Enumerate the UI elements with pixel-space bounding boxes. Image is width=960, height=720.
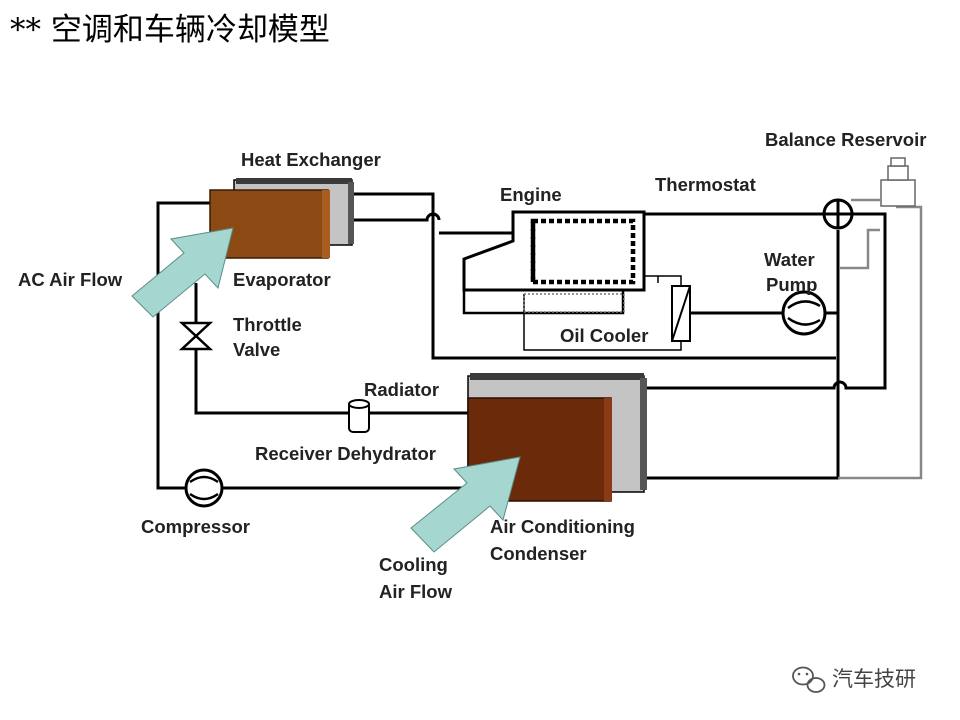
compressor-symbol bbox=[184, 468, 224, 508]
evaporator bbox=[209, 189, 330, 259]
label-radiator: Radiator bbox=[364, 379, 439, 400]
label-engine: Engine bbox=[500, 184, 562, 205]
label-condenser: Condenser bbox=[490, 543, 587, 564]
label-compressor: Compressor bbox=[141, 516, 250, 537]
reservoir-lines bbox=[838, 198, 923, 480]
label-water: Water bbox=[764, 249, 815, 270]
label-balance-reservoir: Balance Reservoir bbox=[765, 129, 926, 150]
label-air-flow: Air Flow bbox=[379, 581, 453, 602]
oil-cooler bbox=[671, 285, 691, 342]
watermark-text: 汽车技研 bbox=[832, 667, 916, 691]
throttle-valve-symbol bbox=[178, 321, 214, 351]
water-pump-symbol bbox=[781, 290, 827, 336]
watermark: 汽车技研 bbox=[792, 666, 916, 693]
label-valve: Valve bbox=[233, 339, 280, 360]
balance-reservoir bbox=[880, 157, 916, 207]
label-cooling: Cooling bbox=[379, 554, 448, 575]
wechat-icon bbox=[792, 666, 826, 693]
label-thermostat: Thermostat bbox=[655, 174, 756, 195]
label-evaporator: Evaporator bbox=[233, 269, 331, 290]
label-pump: Pump bbox=[766, 274, 817, 295]
label-air-conditioning: Air Conditioning bbox=[490, 516, 635, 537]
thermostat-symbol bbox=[822, 198, 854, 230]
label-heat-exchanger: Heat Exchanger bbox=[241, 149, 381, 170]
label-ac-air-flow: AC Air Flow bbox=[18, 269, 123, 290]
ac-air-flow-arrow bbox=[131, 227, 234, 318]
label-throttle: Throttle bbox=[233, 314, 302, 335]
cooling-air-flow-arrow bbox=[410, 456, 521, 553]
label-oil-cooler: Oil Cooler bbox=[560, 325, 648, 346]
engine-block bbox=[462, 210, 646, 315]
receiver-dehydrator-symbol bbox=[348, 399, 370, 433]
page-title: ** 空调和车辆冷却模型 bbox=[10, 12, 330, 48]
label-receiver-dehydrator: Receiver Dehydrator bbox=[255, 443, 436, 464]
